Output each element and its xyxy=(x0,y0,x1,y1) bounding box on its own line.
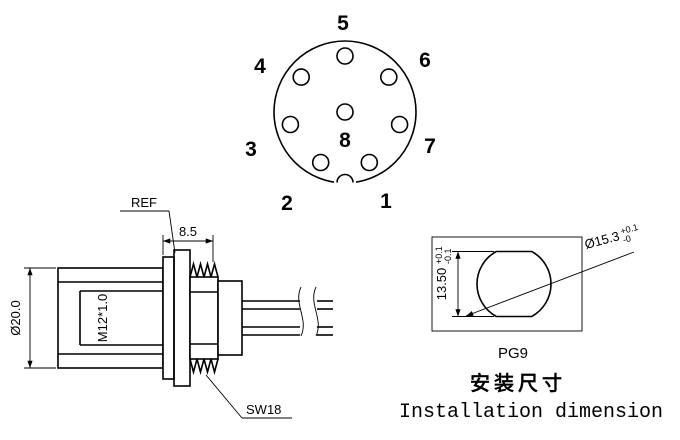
washer xyxy=(162,256,175,380)
pin-label-1: 1 xyxy=(380,190,392,213)
pin-label-6: 6 xyxy=(419,49,431,72)
ref-label: REF xyxy=(131,195,157,210)
height-tol-lower: -0.1 xyxy=(443,248,453,264)
mounting-panel-hatched xyxy=(173,249,191,387)
cutout-hole-outline xyxy=(476,250,552,318)
pin-label-3: 3 xyxy=(245,138,257,161)
thread-teeth-bottom xyxy=(189,355,219,376)
wrench-leader-line xyxy=(205,374,243,419)
diameter-dim-label: Ø20.0 xyxy=(8,300,23,335)
height-tol-upper: +0.1 xyxy=(434,246,444,264)
hole-diameter-tol-upper: +0.1 xyxy=(619,222,639,236)
hole-diameter-leader xyxy=(465,251,635,317)
pin-1 xyxy=(360,153,379,172)
pin-label-7: 7 xyxy=(424,135,436,158)
ref-leader-line xyxy=(168,210,176,254)
height-dim-label: 13.50 xyxy=(434,268,449,301)
pg9-label: PG9 xyxy=(498,345,528,362)
keyway-notch xyxy=(336,173,354,183)
panel-cutout-view: 13.50 +0.1 -0.1 Ø15.3 +0.1 -0 PG9 安装尺寸 I… xyxy=(399,222,663,424)
height-dim-label-group: 13.50 +0.1 -0.1 xyxy=(434,246,453,300)
hole-diameter-label: Ø15.3 xyxy=(583,228,621,252)
pin-7 xyxy=(390,115,409,134)
connector-side-view: Ø20.0 M12*1.0 REF xyxy=(8,195,333,419)
pin-label-5: 5 xyxy=(337,12,349,35)
rear-step xyxy=(217,280,243,356)
thread-teeth-top xyxy=(189,260,219,281)
thread-label: M12*1.0 xyxy=(95,294,110,342)
hole-diameter-label-group: Ø15.3 +0.1 -0 xyxy=(583,222,639,252)
keyway-mask xyxy=(334,178,356,187)
width-dim-label: 8.5 xyxy=(179,224,197,239)
wire-break-left xyxy=(298,286,304,337)
pin-label-4: 4 xyxy=(254,55,266,78)
diameter-dim-label-group: Ø20.0 xyxy=(8,300,23,335)
wrench-size-label: SW18 xyxy=(246,402,281,417)
title-english: Installation dimension xyxy=(399,401,663,424)
pin-5 xyxy=(336,47,354,65)
pin-2 xyxy=(311,153,330,172)
thread-label-group: M12*1.0 xyxy=(95,294,110,342)
pin-8 xyxy=(336,103,354,121)
pin-3 xyxy=(281,115,300,134)
pin-label-8: 8 xyxy=(339,129,351,152)
title-chinese: 安装尺寸 xyxy=(470,371,566,395)
pin-4 xyxy=(292,68,311,86)
connector-face-view: 1 2 3 4 5 6 7 8 xyxy=(245,12,436,215)
wire-break-right xyxy=(313,286,319,337)
hole-diameter-tol-lower: -0 xyxy=(622,233,632,245)
pin-6 xyxy=(379,68,398,86)
hex-nut-body xyxy=(189,276,219,360)
body-outline xyxy=(57,267,164,369)
pin-label-2: 2 xyxy=(281,192,293,215)
